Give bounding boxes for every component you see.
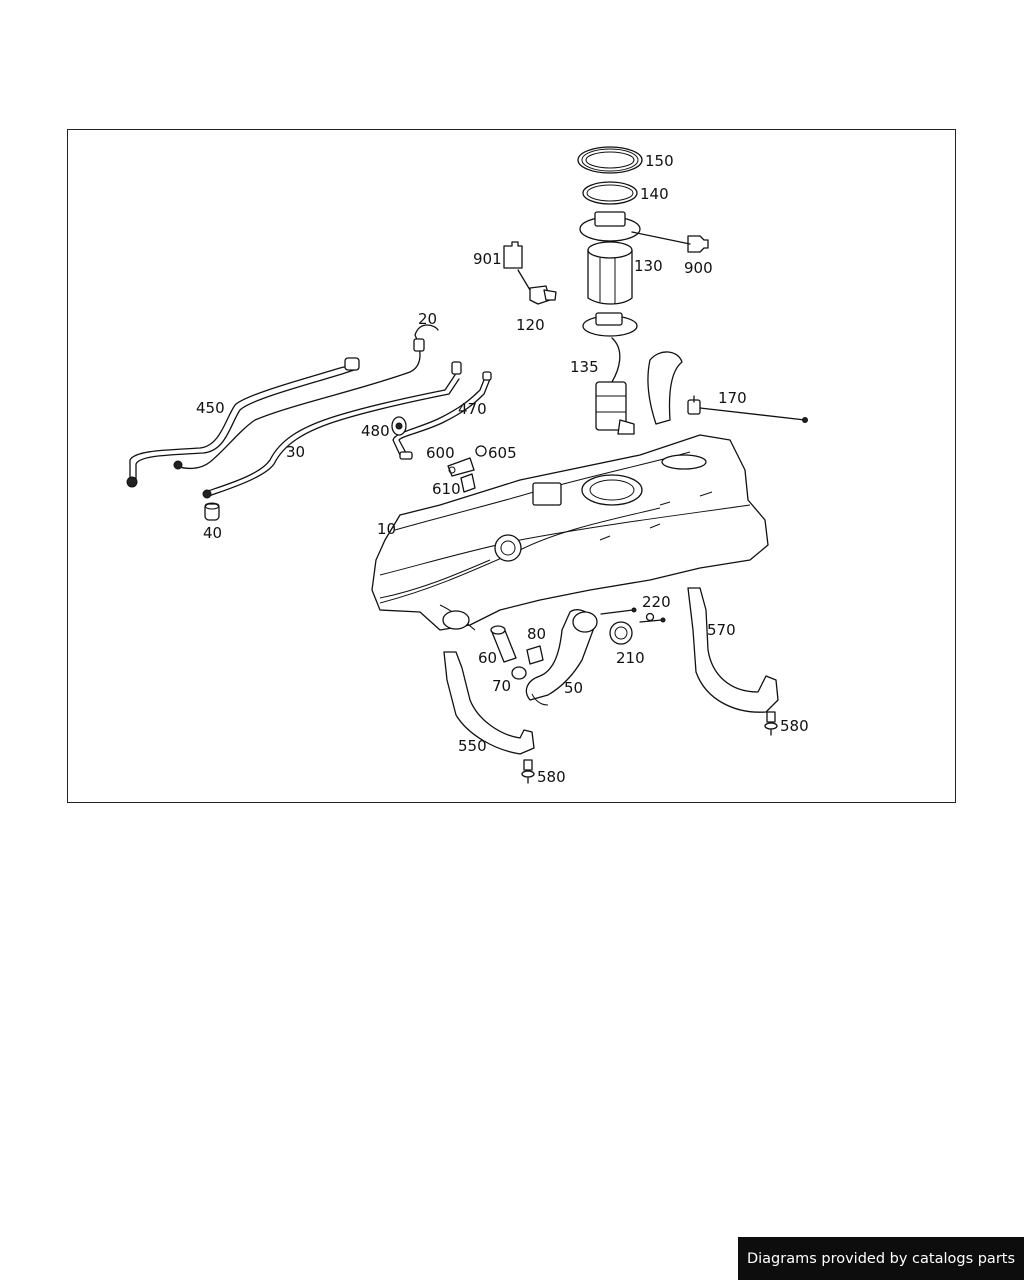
callout-30: 30 (286, 443, 305, 461)
callout-50: 50 (564, 679, 583, 697)
callout-470: 470 (458, 400, 487, 418)
callout-10: 10 (377, 520, 396, 538)
clip-80[interactable] (526, 645, 544, 665)
callout-480: 480 (361, 422, 390, 440)
fuel-tank[interactable] (371, 434, 769, 631)
fuel-line-450[interactable] (126, 357, 360, 488)
strap-550[interactable] (443, 651, 535, 755)
callout-610: 610 (432, 480, 461, 498)
connector-900-icon (687, 235, 709, 253)
clip-610[interactable] (460, 473, 476, 493)
sender-120[interactable] (517, 269, 557, 305)
fuel-line-20[interactable] (173, 324, 439, 470)
callout-40: 40 (203, 524, 222, 542)
diagram-frame (67, 129, 956, 803)
callout-210: 210 (616, 649, 645, 667)
fuel-pump-130[interactable] (579, 211, 691, 305)
callout-570: 570 (707, 621, 736, 639)
bolt-580-right[interactable] (764, 711, 778, 736)
callout-120: 120 (516, 316, 545, 334)
filler-pipe-50[interactable] (525, 609, 598, 706)
fuel-pump-135[interactable] (582, 312, 638, 435)
bracket-600[interactable] (447, 457, 475, 477)
callout-550: 550 (458, 737, 487, 755)
locking-ring-150[interactable] (577, 146, 643, 174)
callout-220: 220 (642, 593, 671, 611)
callout-170: 170 (718, 389, 747, 407)
grommet-480[interactable] (391, 416, 407, 436)
fuel-line-30[interactable] (202, 361, 462, 499)
callout-130: 130 (634, 257, 663, 275)
callout-70: 70 (492, 677, 511, 695)
screw-220[interactable] (600, 607, 666, 623)
bolt-580-left[interactable] (521, 759, 535, 784)
filler-cap-210[interactable] (609, 621, 633, 645)
callout-60: 60 (478, 649, 497, 667)
callout-901: 901 (473, 250, 502, 268)
callout-450: 450 (196, 399, 225, 417)
fuel-line-470[interactable] (392, 371, 492, 460)
level-sensor-170[interactable] (647, 351, 808, 425)
callout-605: 605 (488, 444, 517, 462)
connector-901-icon (503, 241, 523, 269)
credit-banner: Diagrams provided by catalogs parts (738, 1237, 1024, 1280)
nut-605[interactable] (475, 445, 487, 457)
callout-80: 80 (527, 625, 546, 643)
callout-20: 20 (418, 310, 437, 328)
callout-135: 135 (570, 358, 599, 376)
strap-570[interactable] (687, 587, 779, 713)
callout-900: 900 (684, 259, 713, 277)
callout-150: 150 (645, 152, 674, 170)
clamp-70[interactable] (511, 666, 527, 680)
hose-60[interactable] (490, 625, 517, 663)
cap-40[interactable] (204, 502, 220, 521)
callout-600: 600 (426, 444, 455, 462)
seal-ring-140[interactable] (582, 181, 638, 205)
callout-140: 140 (640, 185, 669, 203)
callout-580-right: 580 (780, 717, 809, 735)
callout-580-left: 580 (537, 768, 566, 786)
callouts: 150 140 130 900 901 120 135 170 20 450 4… (196, 152, 809, 786)
